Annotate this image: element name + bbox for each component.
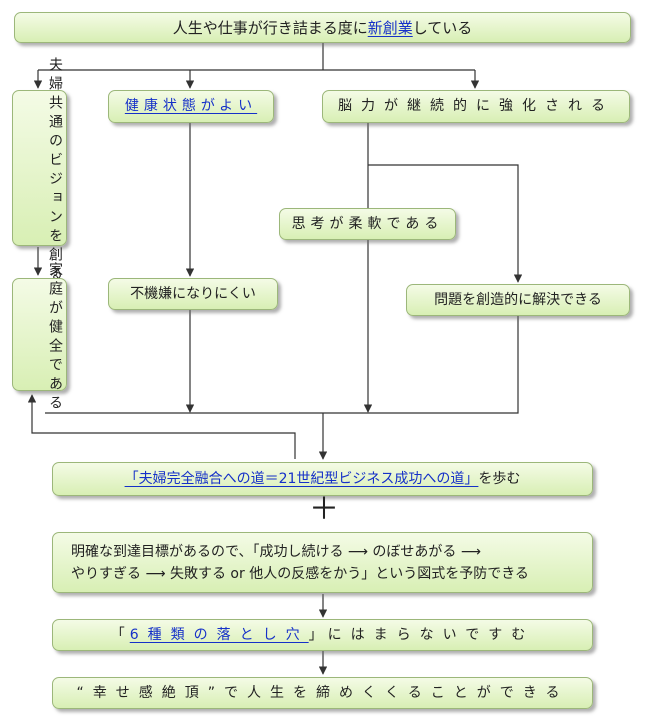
pitfalls-box: 「6種類の落とし穴」にはまらないですむ	[52, 619, 593, 651]
health-box: 健康状態がよい	[108, 90, 274, 123]
goal-line2: やりすぎる ⟶ 失敗する or 他人の反感をかう」という図式を予防できる	[71, 565, 529, 582]
pitfalls-highlight: 6種類の落とし穴	[129, 626, 309, 643]
family-box: 家庭が健全である	[12, 262, 67, 414]
edge-problem-down	[45, 315, 519, 414]
edge-to-family	[27, 394, 296, 459]
pitfalls-open: 「	[110, 626, 130, 643]
top-prefix: 人生や仕事が行き詰まる度に	[172, 18, 368, 37]
problem-text: 問題を創造的に解決できる	[434, 291, 602, 308]
top-suffix: している	[412, 18, 473, 37]
edge-brain-branch	[368, 164, 523, 283]
mood-box: 不機嫌になりにくい	[108, 278, 278, 310]
mood-text: 不機嫌になりにくい	[130, 285, 256, 302]
goal-box: 明確な到達目標があるので、「成功し続ける ⟶ のぼせあがる ⟶ やりすぎる ⟶ …	[52, 532, 593, 593]
vision-text: 夫婦共通のビジョンを創る	[47, 57, 63, 285]
plus-sign: ＋	[309, 492, 339, 527]
pitfalls-close: 」	[308, 626, 328, 643]
final-text: “幸せ感絶頂”で人生を締めくくることができる	[76, 684, 569, 701]
top-highlight: 新創業	[367, 18, 413, 37]
pitfalls-suffix: にはまらないですむ	[327, 626, 535, 643]
health-text: 健康状態がよい	[124, 98, 258, 115]
family-text: 家庭が健全である	[47, 261, 63, 414]
brain-text: 脳力が継続的に強化される	[338, 98, 614, 115]
path-box: 「夫婦完全融合への道＝21世紀型ビジネス成功への道」を歩む	[52, 462, 593, 496]
flexible-box: 思考が柔軟である	[279, 208, 456, 240]
path-highlight: 「夫婦完全融合への道＝21世紀型ビジネス成功への道」	[124, 470, 479, 487]
goal-line1: 明確な到達目標があるので、「成功し続ける ⟶ のぼせあがる ⟶	[71, 543, 481, 560]
top-box: 人生や仕事が行き詰まる度に新創業している	[14, 12, 631, 43]
flexible-text: 思考が柔軟である	[291, 215, 444, 232]
final-box: “幸せ感絶頂”で人生を締めくくることができる	[52, 677, 593, 709]
brain-box: 脳力が継続的に強化される	[322, 90, 630, 123]
problem-box: 問題を創造的に解決できる	[406, 284, 630, 316]
path-suffix: を歩む	[478, 470, 521, 487]
vision-box: 夫婦共通のビジョンを創る	[12, 57, 67, 285]
